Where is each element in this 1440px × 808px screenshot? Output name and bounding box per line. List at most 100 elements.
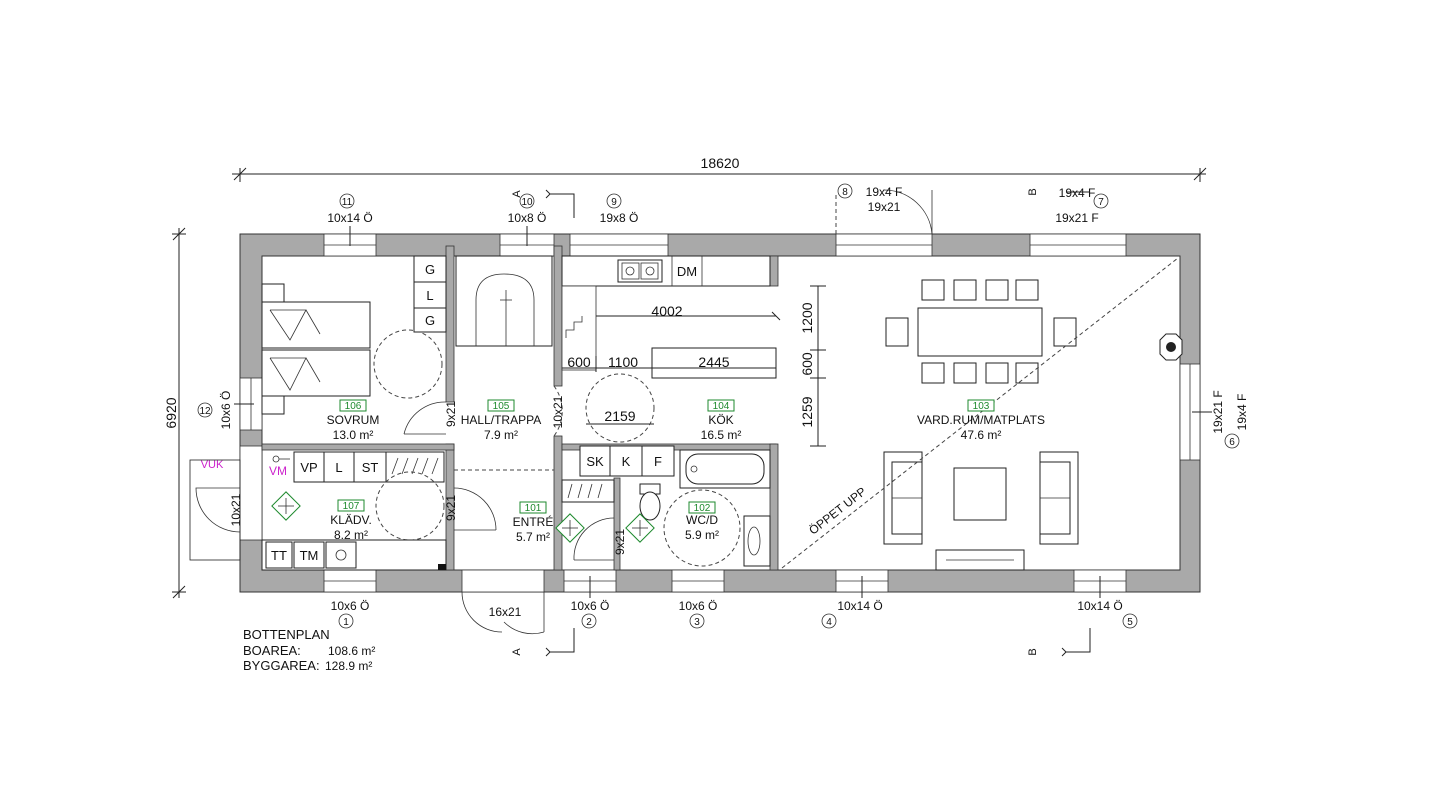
- double-bed: [261, 283, 371, 415]
- room-tag-107: 107 KLÄDV. 8.2 m²: [330, 499, 372, 542]
- door-label-sovrum: 9x21: [444, 401, 458, 427]
- dishwasher-label: DM: [677, 264, 697, 279]
- byggarea-value: 128.9 m²: [325, 659, 372, 673]
- door-swings: [189, 189, 933, 635]
- room-name-kladv: KLÄDV.: [330, 513, 372, 527]
- svg-text:19x21 F: 19x21 F: [1211, 390, 1225, 433]
- front-door-label: 16x21: [489, 605, 522, 619]
- section-marker-a-bottom: A: [511, 628, 575, 657]
- room-area-sovrum: 13.0 m²: [333, 428, 374, 442]
- svg-text:1259: 1259: [799, 396, 815, 427]
- svg-text:A: A: [511, 648, 523, 656]
- vuk-label: VUK: [201, 459, 224, 471]
- svg-text:G: G: [425, 313, 435, 328]
- svg-text:L: L: [426, 288, 433, 303]
- svg-text:B: B: [1027, 648, 1039, 655]
- turning-circle-kladv: [375, 471, 445, 541]
- svg-text:SK: SK: [586, 454, 604, 469]
- svg-text:104: 104: [713, 401, 730, 412]
- room-tag-101: 101 ENTRÉ 5.7 m²: [513, 501, 554, 544]
- svg-text:102: 102: [694, 503, 711, 514]
- svg-text:19x4 F: 19x4 F: [1235, 394, 1249, 431]
- kitchen-dimensions: 4002 600 1100 2445 2159: [562, 303, 781, 425]
- svg-text:10x6 Ö: 10x6 Ö: [679, 599, 718, 613]
- svg-text:F: F: [654, 454, 662, 469]
- room-tag-106: 106 SOVRUM 13.0 m²: [327, 399, 380, 442]
- overall-width-label: 18620: [701, 155, 740, 171]
- bathtub: [679, 449, 771, 489]
- section-marker-b-bottom: B: [1027, 628, 1091, 657]
- laundry-row: VP L ST VM VUK: [201, 451, 445, 483]
- svg-text:12: 12: [199, 406, 211, 417]
- overall-width-dimension: 18620: [232, 155, 1207, 182]
- svg-text:ST: ST: [362, 460, 379, 475]
- door-label-kladv: 9x21: [444, 495, 458, 521]
- svg-text:19x21 F: 19x21 F: [1055, 211, 1098, 225]
- svg-text:2159: 2159: [604, 408, 635, 424]
- turning-circle-wc: [663, 489, 741, 567]
- svg-text:10x8 Ö: 10x8 Ö: [508, 211, 547, 225]
- window-label-3: 10x6 Ö 3: [679, 599, 718, 629]
- kitchen-island: [651, 347, 777, 379]
- window-label-12: 12 10x6 Ö: [197, 391, 254, 430]
- svg-text:19x21: 19x21: [868, 200, 901, 214]
- window-label-2: 10x6 Ö 2: [571, 576, 610, 629]
- kitchen-stair-steps: [561, 285, 597, 371]
- svg-text:2445: 2445: [698, 354, 729, 370]
- door-label-wc: 9x21: [613, 529, 627, 555]
- svg-text:1: 1: [343, 617, 349, 628]
- byggarea-label: BYGGAREA:: [243, 658, 320, 673]
- window-label-7: 7 19x4 F 19x21 F: [1055, 186, 1109, 225]
- window-label-5: 10x14 Ö 5: [1077, 576, 1138, 629]
- svg-text:101: 101: [525, 503, 542, 514]
- toilet: [639, 483, 661, 521]
- floor-drain-kladv: [271, 491, 301, 521]
- room-name-wc: WC/D: [686, 513, 718, 527]
- svg-text:19x4 F: 19x4 F: [1059, 186, 1096, 200]
- svg-text:TT: TT: [271, 548, 287, 563]
- door-label-exterior: 10x21: [229, 493, 243, 526]
- room-name-entre: ENTRÉ: [513, 514, 554, 529]
- svg-text:10: 10: [521, 197, 533, 208]
- washbasin: [743, 515, 771, 567]
- window-label-4: 10x14 Ö 4: [821, 576, 883, 629]
- room-tag-105: 105 HALL/TRAPPA 7.9 m²: [461, 399, 541, 442]
- svg-text:K: K: [622, 454, 631, 469]
- svg-text:19x8 Ö: 19x8 Ö: [600, 211, 639, 225]
- boarea-label: BOAREA:: [243, 643, 301, 658]
- svg-text:10x6 Ö: 10x6 Ö: [571, 599, 610, 613]
- bottom-counter: TT TM: [261, 539, 447, 571]
- svg-text:G: G: [425, 262, 435, 277]
- svg-text:7: 7: [1098, 197, 1104, 208]
- floor-drain-entre: [555, 513, 585, 543]
- svg-text:8: 8: [842, 187, 848, 198]
- window-label-6: 19x21 F 19x4 F 6: [1192, 390, 1249, 449]
- svg-text:3: 3: [694, 617, 700, 628]
- room-area-entre: 5.7 m²: [516, 530, 550, 544]
- room-tag-102: 102 WC/D 5.9 m²: [685, 501, 719, 542]
- svg-text:5: 5: [1127, 617, 1133, 628]
- svg-text:10x14 Ö: 10x14 Ö: [1077, 599, 1122, 613]
- svg-text:4: 4: [826, 617, 832, 628]
- svg-text:10x6 Ö: 10x6 Ö: [219, 391, 233, 430]
- room-tag-103: 103 VARD.RUM/MATPLATS 47.6 m²: [917, 399, 1045, 442]
- room-area-kladv: 8.2 m²: [334, 528, 368, 542]
- stove-icon: [1159, 333, 1183, 361]
- svg-text:10x14 Ö: 10x14 Ö: [837, 599, 882, 613]
- room-name-sovrum: SOVRUM: [327, 413, 380, 427]
- svg-text:10x14 Ö: 10x14 Ö: [327, 211, 372, 225]
- svg-text:1100: 1100: [608, 354, 638, 370]
- floor-drain-wc: [625, 513, 655, 543]
- svg-text:6: 6: [1229, 437, 1235, 448]
- svg-text:4002: 4002: [651, 303, 682, 319]
- turning-circle-sovrum: [373, 329, 443, 399]
- overall-depth-label: 6920: [163, 397, 179, 428]
- hall-storage: [561, 479, 615, 503]
- overall-depth-dimension: 6920: [163, 227, 186, 599]
- svg-text:L: L: [335, 460, 342, 475]
- window-openings: [239, 233, 1201, 593]
- door-label-hall: 10x21: [551, 395, 565, 428]
- kitchen-counter-top: DM: [561, 255, 771, 287]
- window-label-11: 11 10x14 Ö: [327, 193, 373, 246]
- svg-text:11: 11: [342, 197, 353, 208]
